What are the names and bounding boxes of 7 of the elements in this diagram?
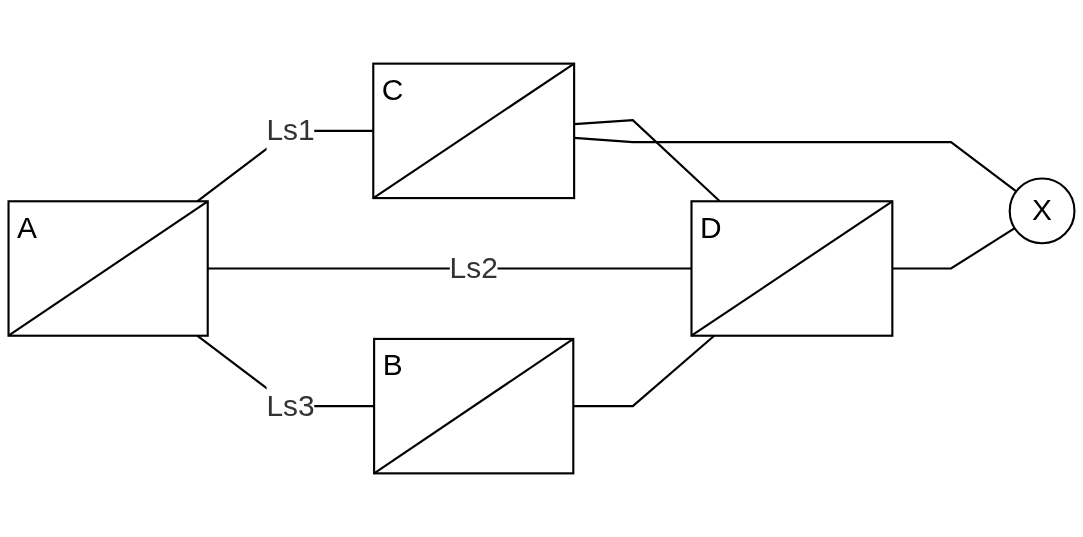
node-circle: X	[1008, 177, 1076, 245]
edge-label: Ls1	[266, 113, 315, 147]
connector	[207, 267, 692, 270]
edge-label: Ls3	[266, 389, 315, 423]
edge-label: Ls2	[449, 251, 498, 285]
connector	[892, 227, 1016, 270]
connector	[574, 136, 1017, 193]
